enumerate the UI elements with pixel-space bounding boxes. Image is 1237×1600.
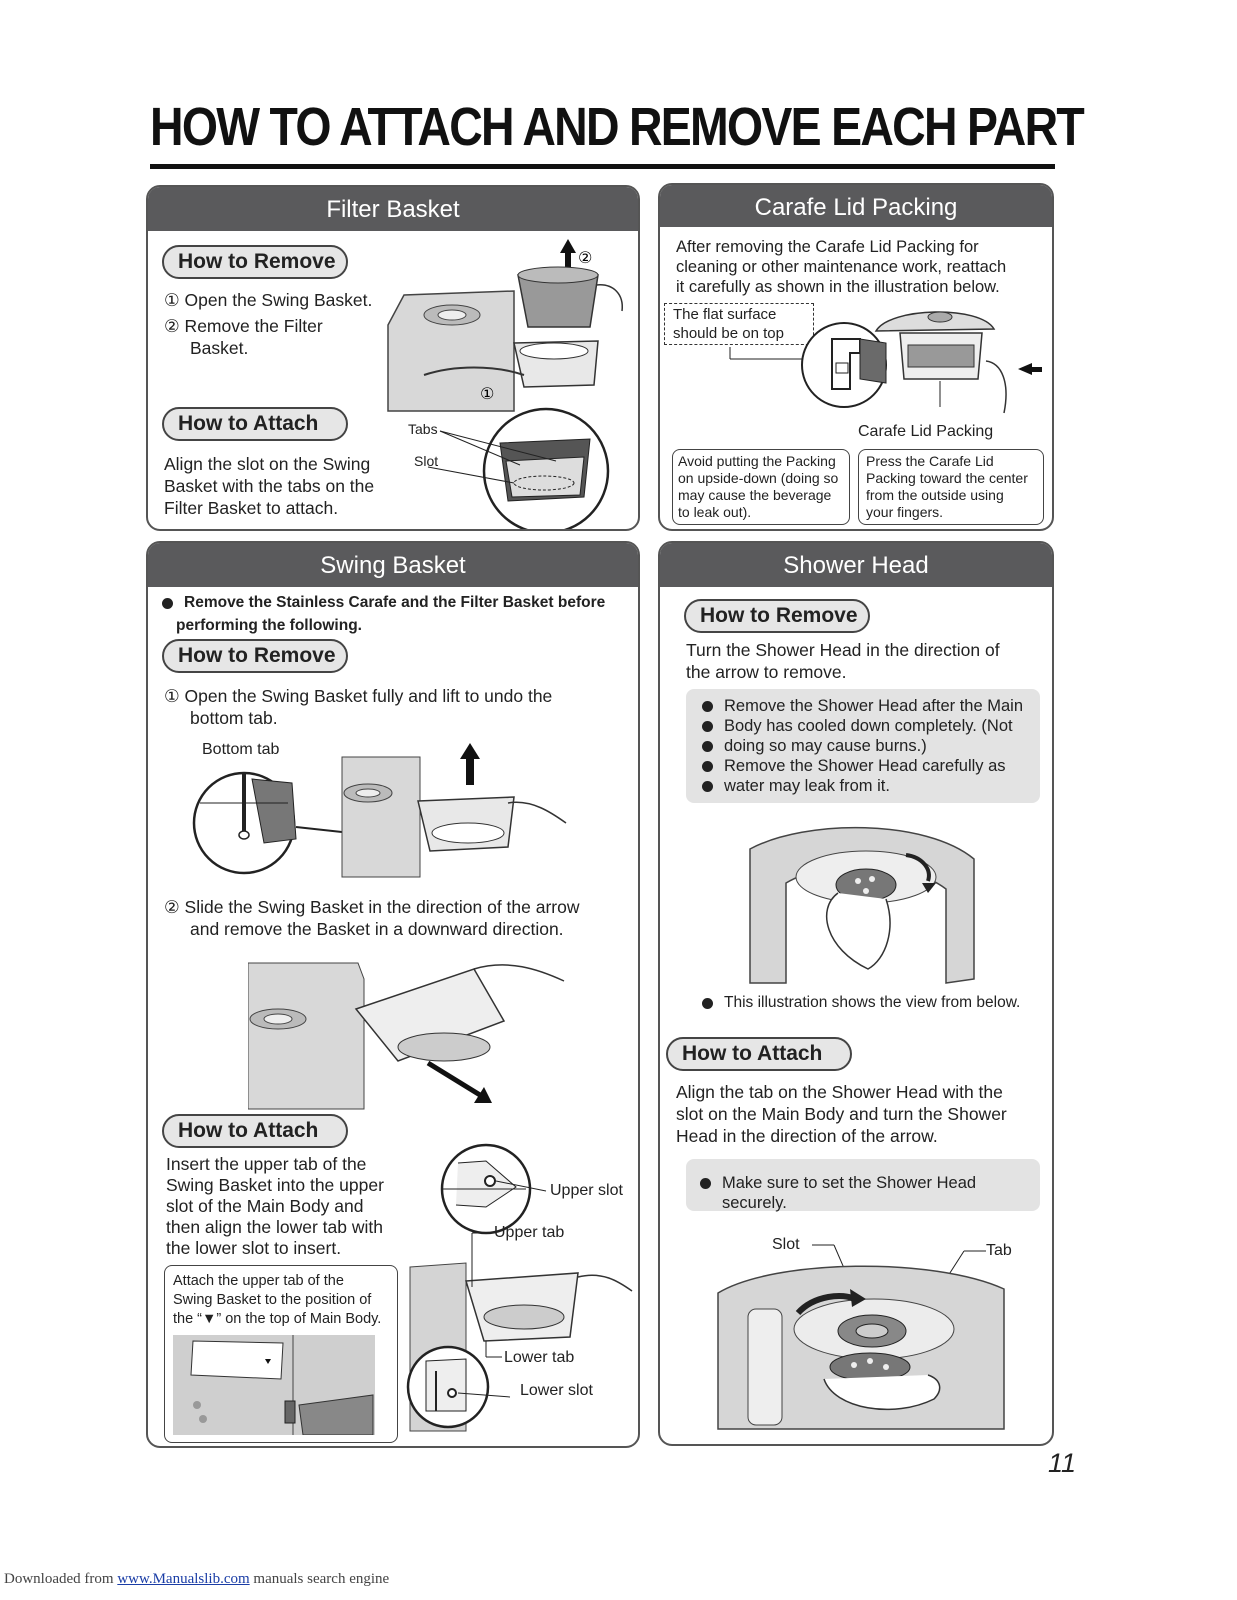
carafe-lid-avoid-box: Avoid putting the Packing on upside-down… [672, 449, 850, 525]
carafe-lid-avoid-2: on upside-down (doing so [678, 470, 839, 486]
filter-basket-tabs-label: Tabs [408, 421, 438, 437]
carafe-lid-press-4: your fingers. [866, 504, 944, 520]
filter-basket-attach-2: Basket with the tabs on the [164, 476, 375, 496]
footer: Downloaded from www.Manualslib.com manua… [4, 1571, 389, 1588]
shower-head-remove-label: How to Remove [684, 599, 870, 633]
carafe-lid-flat-1: The flat surface [673, 306, 777, 323]
filter-basket-attach-3: Filter Basket to attach. [164, 498, 339, 518]
shower-head-remove-2: the arrow to remove. [686, 662, 847, 682]
filter-basket-step2: ② Remove the Filter [164, 316, 323, 336]
shower-head-attach-3: Head in the direction of the arrow. [676, 1126, 938, 1146]
filter-basket-attach-label: How to Attach [162, 407, 348, 441]
shower-head-panel: Shower Head How to Remove Turn the Showe… [658, 541, 1054, 1446]
carafe-lid-illustration [729, 311, 1042, 414]
carafe-lid-intro-3: it carefully as shown in the illustratio… [676, 278, 1000, 296]
shower-head-tab-label: Tab [986, 1242, 1012, 1259]
swing-basket-box-3: the “▼” on the top of Main Body. [173, 1311, 382, 1327]
swing-basket-step2-b: and remove the Basket in a downward dire… [190, 919, 564, 939]
swing-basket-top-view-illustration [173, 1335, 375, 1436]
shower-head-caution-2a: Remove the Shower Head carefully as [694, 756, 1032, 776]
swing-basket-attach-3: slot of the Main Body and [166, 1196, 364, 1216]
swing-basket-remove-illustration [192, 743, 567, 878]
swing-basket-box-2: Swing Basket to the position of [173, 1292, 372, 1308]
carafe-lid-avoid-3: may cause the beverage [678, 487, 832, 503]
shower-head-slot-label: Slot [772, 1236, 800, 1253]
shower-head-attach-2: slot on the Main Body and turn the Showe… [676, 1104, 1007, 1124]
carafe-lid-heading: Carafe Lid Packing [660, 185, 1052, 227]
swing-basket-attach-1: Insert the upper tab of the [166, 1154, 367, 1174]
shower-head-caution-1c: doing so may cause burns.) [694, 736, 1032, 756]
shower-head-secure-box: Make sure to set the Shower Head securel… [686, 1159, 1040, 1213]
carafe-lid-intro-2: cleaning or other maintenance work, reat… [676, 258, 1007, 276]
filter-basket-heading: Filter Basket [148, 187, 638, 231]
swing-basket-step1-b: bottom tab. [190, 708, 278, 728]
carafe-lid-flat-note: The flat surface should be on top [664, 303, 814, 345]
carafe-lid-panel: Carafe Lid Packing After removing the Ca… [658, 183, 1054, 531]
carafe-lid-press-2: Packing toward the center [866, 470, 1028, 486]
filter-basket-illustration: ① ② [387, 239, 623, 529]
carafe-lid-avoid-4: to leak out). [678, 504, 752, 520]
filter-basket-attach-1: Align the slot on the Swing [164, 454, 371, 474]
shower-head-remove-1: Turn the Shower Head in the direction of [686, 640, 1000, 660]
swing-basket-attach-box: Attach the upper tab of the Swing Basket… [164, 1265, 398, 1443]
carafe-lid-press-box: Press the Carafe Lid Packing toward the … [858, 449, 1044, 525]
title-rule [150, 164, 1055, 169]
swing-basket-note-2: performing the following. [176, 617, 362, 634]
footer-link[interactable]: www.Manualslib.com [117, 1571, 250, 1587]
footer-prefix: Downloaded from [4, 1571, 118, 1587]
filter-basket-remove-label: How to Remove [162, 245, 348, 279]
swing-basket-panel: Swing Basket Remove the Stainless Carafe… [146, 541, 640, 1448]
shower-head-view-note: This illustration shows the view from be… [694, 993, 1020, 1013]
carafe-lid-press-3: from the outside using [866, 487, 1004, 503]
carafe-lid-avoid-1: Avoid putting the Packing [678, 453, 836, 469]
swing-basket-upper-slot-label: Upper slot [550, 1182, 623, 1199]
filter-basket-step2-marker: ② [578, 248, 592, 267]
shower-head-attach-1: Align the tab on the Shower Head with th… [676, 1082, 1003, 1102]
swing-basket-attach-label: How to Attach [162, 1114, 348, 1148]
swing-basket-lower-tab-label: Lower tab [504, 1349, 575, 1366]
swing-basket-step1-a: ① Open the Swing Basket fully and lift t… [164, 686, 553, 706]
swing-basket-attach-5: the lower slot to insert. [166, 1238, 342, 1258]
swing-basket-bottom-tab-label: Bottom tab [202, 741, 280, 758]
swing-basket-attach-2: Swing Basket into the upper [166, 1175, 384, 1195]
swing-basket-attach-4: then align the lower tab with [166, 1217, 383, 1237]
carafe-lid-press-1: Press the Carafe Lid [866, 453, 994, 469]
filter-basket-slot-label: Slot [414, 453, 439, 469]
swing-basket-upper-tab-label: Upper tab [494, 1224, 565, 1241]
footer-suffix: manuals search engine [249, 1571, 390, 1587]
shower-head-heading: Shower Head [660, 543, 1052, 587]
shower-head-attach-label: How to Attach [666, 1037, 852, 1071]
shower-head-secure-note: Make sure to set the Shower Head securel… [692, 1173, 1034, 1213]
swing-basket-slide-illustration [248, 962, 565, 1110]
shower-head-attach-illustration [717, 1244, 1005, 1430]
swing-basket-remove-label: How to Remove [162, 639, 348, 673]
carafe-lid-packing-label: Carafe Lid Packing [858, 423, 994, 440]
carafe-lid-flat-2: should be on top [673, 325, 784, 342]
swing-basket-attach-illustration [406, 1143, 633, 1432]
shower-head-remove-illustration [749, 826, 975, 984]
filter-basket-step2b: Basket. [190, 338, 249, 358]
filter-basket-step1-marker: ① [480, 384, 494, 403]
swing-basket-lower-slot-label: Lower slot [520, 1382, 593, 1399]
swing-basket-heading: Swing Basket [148, 543, 638, 587]
page-title: HOW TO ATTACH AND REMOVE EACH PART [150, 97, 1085, 157]
swing-basket-step2-a: ② Slide the Swing Basket in the directio… [164, 897, 580, 917]
shower-head-caution-1b: Body has cooled down completely. (Not [694, 716, 1032, 736]
shower-head-caution-1a: Remove the Shower Head after the Main [694, 696, 1032, 716]
filter-basket-panel: Filter Basket How to Remove ① Open the S… [146, 185, 640, 531]
shower-head-caution-box: Remove the Shower Head after the Main Bo… [686, 689, 1040, 803]
carafe-lid-intro-1: After removing the Carafe Lid Packing fo… [676, 238, 979, 256]
filter-basket-step1: ① Open the Swing Basket. [164, 290, 373, 310]
shower-head-caution-2b: water may leak from it. [694, 776, 1032, 796]
page-number: 11 [1048, 1448, 1077, 1478]
swing-basket-note-1: Remove the Stainless Carafe and the Filt… [154, 593, 605, 613]
swing-basket-box-1: Attach the upper tab of the [173, 1273, 344, 1289]
